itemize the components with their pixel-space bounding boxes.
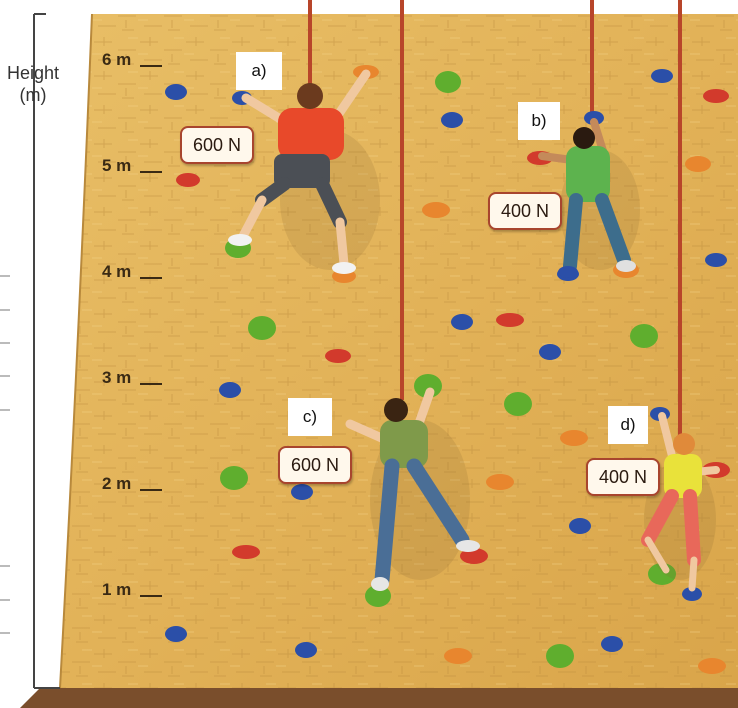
hold [705, 253, 727, 267]
height-axis-title-line2: (m) [19, 85, 47, 105]
climber-b-force-tag: 400 N [488, 192, 562, 230]
climber-b [538, 118, 640, 278]
hold [682, 587, 702, 601]
hold [165, 626, 187, 642]
climber-a-force-tag: 600 N [180, 126, 254, 164]
hold [435, 71, 461, 93]
hold [248, 316, 276, 340]
hold [698, 658, 726, 674]
hold [569, 518, 591, 534]
climber-c-shirt [380, 420, 428, 468]
tick-label-4m: 4 m [102, 262, 132, 281]
climber-c-force-tag: 600 N [278, 446, 352, 484]
climber-d-shirt [664, 454, 702, 498]
wall-left-edge [59, 13, 93, 689]
climber-b-label: b) [518, 102, 560, 140]
hold [422, 202, 450, 218]
wall-texture [60, 14, 738, 688]
height-axis-title-line1: Height [6, 63, 60, 83]
hold [444, 648, 472, 664]
hold [601, 636, 623, 652]
tick-label-1m: 1 m [102, 580, 132, 599]
ground-strip [20, 688, 738, 708]
tick-label-5m: 5 m [102, 156, 132, 175]
climber-c-label: c) [288, 398, 332, 436]
climber-a-label: a) [236, 52, 282, 90]
hold [703, 89, 729, 103]
hold [220, 466, 248, 490]
hold [539, 344, 561, 360]
climber-a-shirt [278, 108, 344, 160]
hold [325, 349, 351, 363]
hold [496, 313, 524, 327]
hold [546, 644, 574, 668]
climber-d-force-tag: 400 N [586, 458, 660, 496]
tick-label-3m: 3 m [102, 368, 132, 387]
hold [486, 474, 514, 490]
hold [365, 585, 391, 607]
height-axis-title: Height (m) [0, 62, 66, 106]
axis-minor-ticks [0, 275, 10, 634]
hold [295, 642, 317, 658]
hold [165, 84, 187, 100]
hold [451, 314, 473, 330]
hold [630, 324, 658, 348]
hold [651, 69, 673, 83]
tick-label-6m: 6 m [102, 50, 132, 69]
wall-tick-marks [140, 65, 162, 597]
hold [460, 548, 488, 564]
climber-a [228, 69, 380, 274]
climber-d [641, 412, 720, 592]
hold [219, 382, 241, 398]
climber-b-shirt [566, 146, 610, 202]
hold [584, 111, 604, 125]
hold [685, 156, 711, 172]
hold [232, 545, 260, 559]
hold [504, 392, 532, 416]
tick-label-2m: 2 m [102, 474, 132, 493]
hold [414, 374, 442, 398]
hold [560, 430, 588, 446]
hold [291, 484, 313, 500]
climber-d-label: d) [608, 406, 648, 444]
hold [441, 112, 463, 128]
climber-c [345, 387, 480, 591]
hold [176, 173, 200, 187]
